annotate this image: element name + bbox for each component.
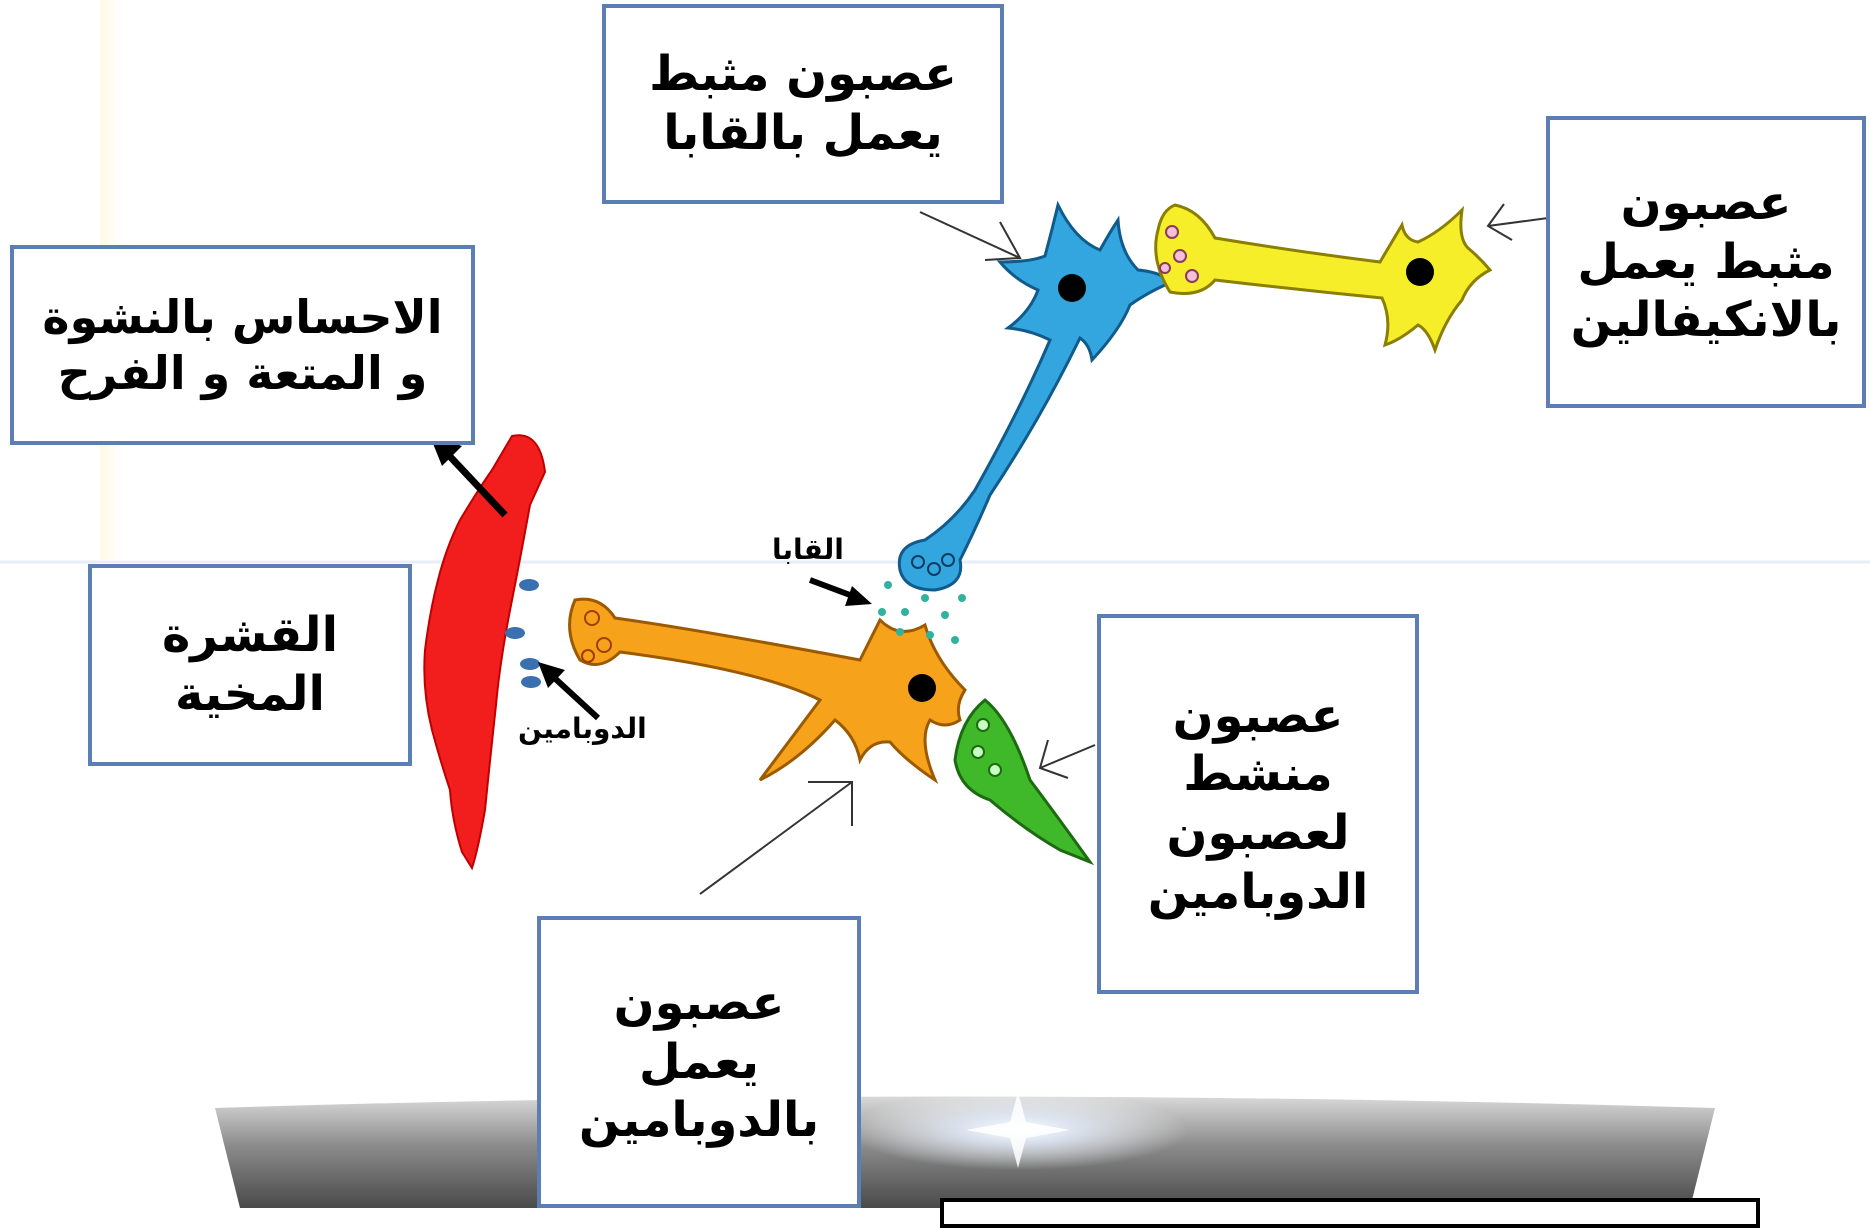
gaba-pointer-arrowhead (845, 586, 872, 606)
bottom-caption-box (940, 1198, 1760, 1228)
activator-neuron-label-line4: الدوبامين (1147, 863, 1369, 920)
dopamine-box-pointer-head (808, 781, 853, 826)
dopamine-vesicle (519, 579, 539, 591)
dopamine-neuron-label-box: عصبون يعمل بالدوبامين (537, 916, 861, 1208)
activator-neuron-label-line2: منشط (1183, 746, 1333, 803)
enkephalin-box-pointer (1487, 217, 1549, 227)
gaba-neuron-label-line1: عصبون مثبط (649, 46, 957, 103)
activator-neuron-label-line1: عصبون (1172, 687, 1344, 744)
dopamine-vesicle (521, 676, 541, 688)
enkephalin-box-pointer-head (1486, 203, 1513, 241)
cortex-label-box: القشرة المخية (88, 564, 412, 766)
activator-neuron-label-line3: لعصبون (1166, 805, 1350, 861)
light-flare-star (966, 1092, 1070, 1168)
dopamine-pointer-arrow (545, 669, 601, 721)
enkephalin-neuron-label-line3: بالانكيفالين (1570, 292, 1842, 349)
activator-box-pointer (1039, 744, 1096, 769)
cortex-label-line2: المخية (175, 666, 325, 722)
dopamine-neuron-label-line2: يعمل (638, 1033, 760, 1090)
gaba-box-pointer-head (984, 221, 1022, 261)
enkephalin-neuron-label-box: عصبون مثبط يعمل بالانكيفالين (1546, 116, 1866, 408)
cortex-to-euphoria-arrow (439, 445, 508, 518)
cerebral-cortex-shape (423, 434, 547, 871)
gaba-neuron-label-line2: يعمل بالقابا (663, 105, 943, 161)
dopamine-vesicle (520, 658, 540, 670)
euphoria-label-line2: و المتعة و الفرح (57, 346, 428, 400)
gaba-neuron (897, 200, 1175, 592)
gaba-release-dots (878, 581, 966, 644)
activator-neuron-label-box: عصبون منشط لعصبون الدوبامين (1097, 614, 1419, 994)
dopamine-box-pointer (699, 781, 853, 895)
euphoria-label-line1: الاحساس بالنشوة (42, 289, 443, 344)
dopamine-neuron-label-line1: عصبون (613, 975, 785, 1032)
euphoria-label-box: الاحساس بالنشوة و المتعة و الفرح (10, 245, 475, 445)
dopamine-neuron-label-line3: بالدوبامين (578, 1092, 820, 1149)
activator-neuron (953, 698, 1095, 866)
enkephalin-neuron-label-line2: مثبط يعمل (1577, 233, 1835, 290)
dopamine-vesicle (505, 627, 525, 639)
activator-box-pointer-head (1038, 739, 1069, 779)
cortex-label-line1: القشرة (161, 607, 339, 664)
dopamine-neuron (568, 597, 967, 785)
gaba-annotation: القابا (772, 533, 844, 566)
enkephalin-neuron (1154, 203, 1493, 355)
gaba-box-pointer (919, 211, 1021, 259)
gaba-neuron-label-box: عصبون مثبط يعمل بالقابا (602, 4, 1004, 204)
dopamine-annotation: الدوبامين (518, 712, 647, 745)
dopamine-pointer-arrowhead (538, 662, 565, 688)
enkephalin-neuron-label-line1: عصبون (1620, 175, 1792, 232)
